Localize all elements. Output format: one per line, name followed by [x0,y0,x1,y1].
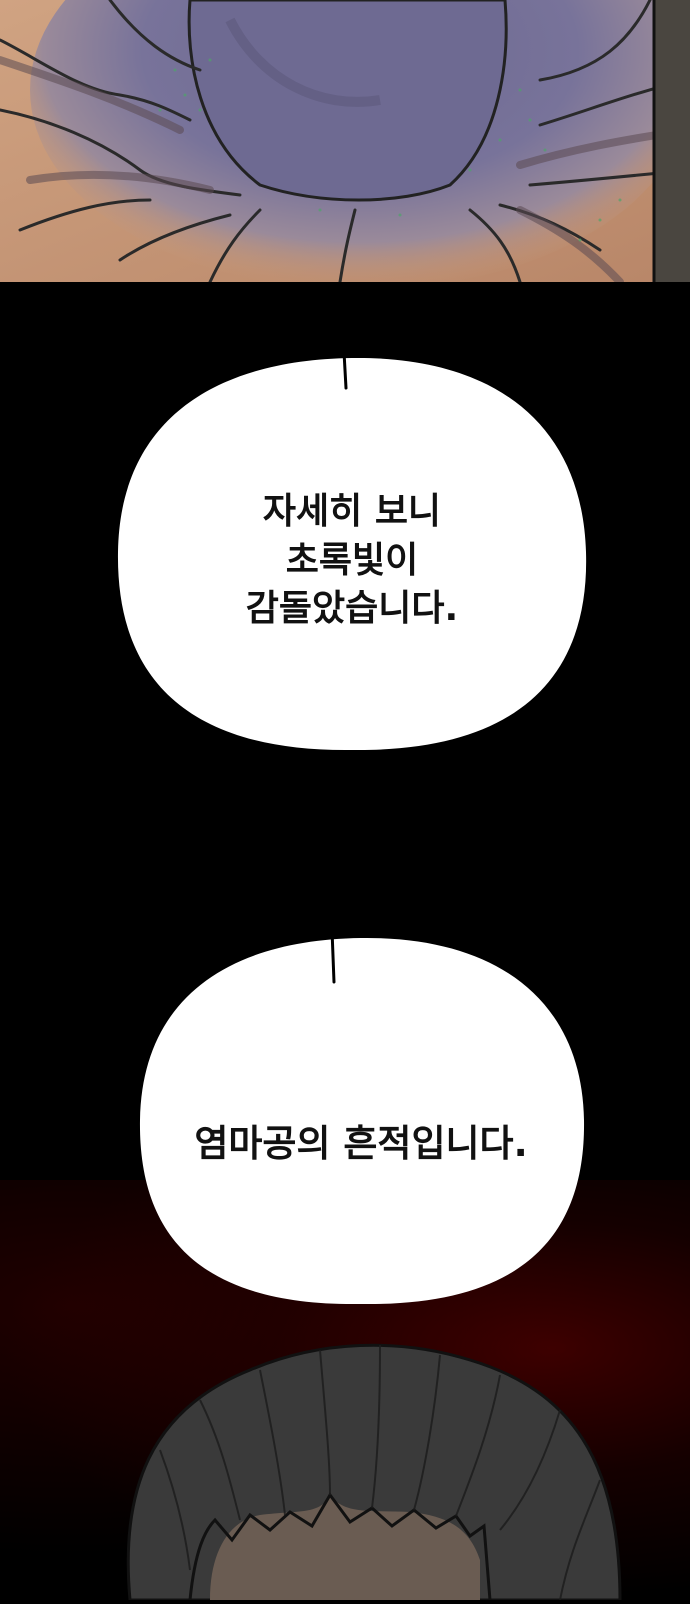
bruise-artwork [0,0,690,282]
hair-artwork [126,1343,622,1602]
speech-bubble-shape [139,930,585,1305]
speech-bubble-shape [117,352,587,751]
speech-bubble-1-text: 자세히 보니 초록빛이 감돌았습니다. [245,491,459,630]
speech-bubble-2-text: 염마공의 흔적입니다. [194,1122,528,1166]
speech-bubble-2: 염마공의 흔적입니다. [136,930,586,1310]
speech-bubble-1: 자세히 보니 초록빛이 감돌았습니다. [112,352,592,756]
character-head-illustration [0,1330,690,1602]
top-panel-bruise-illustration [0,0,690,282]
